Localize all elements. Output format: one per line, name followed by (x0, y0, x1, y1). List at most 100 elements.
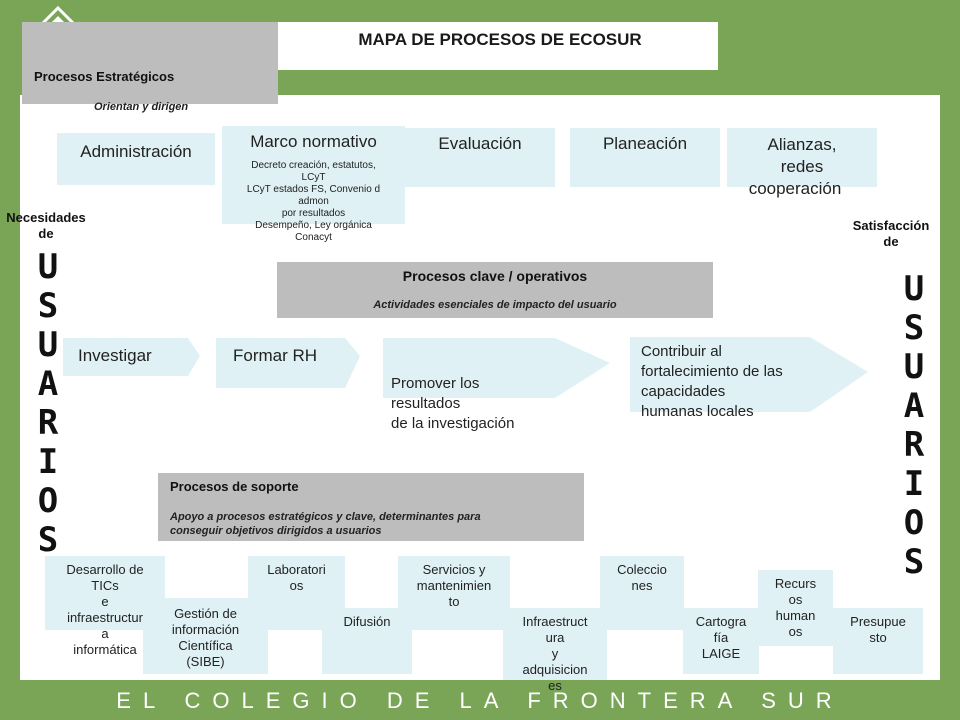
servicios-line: Servicios y (422, 562, 486, 577)
recursos-line: os (788, 624, 803, 639)
support-processes-banner (158, 473, 584, 541)
alianzas-line: cooperación (748, 179, 842, 198)
necesidades-label: Necesidades de (2, 210, 90, 242)
recursos-humanos-box: Recurs os human os (758, 570, 833, 646)
usuarios-left-letter: O (37, 481, 59, 521)
usuarios-right-letter: A (903, 386, 925, 426)
footer-institution-name: EL COLEGIO DE LA FRONTERA SUR (116, 688, 844, 713)
contribuir-label: Contribuir al fortalecimiento de las cap… (641, 342, 783, 422)
promover-line: resultados (391, 395, 461, 412)
evaluacion-box: Evaluación (405, 128, 555, 187)
marco-detail: Decreto creación, estatutos, LCyT LCyT e… (222, 160, 405, 244)
investigar-arrow (63, 338, 200, 376)
support-subtitle: Apoyo a procesos estratégicos y clave, d… (170, 510, 580, 538)
formar-label: Formar RH (233, 346, 318, 365)
marco-detail-line: admon (298, 196, 329, 207)
formar-arrow (216, 338, 360, 388)
servicios-line: mantenimien (416, 578, 492, 593)
lab-line: Laboratori (267, 562, 326, 577)
planeacion-label: Planeación (602, 134, 688, 153)
sibe-line: información (171, 622, 240, 637)
presupuesto-line: Presupue (850, 614, 906, 629)
key-subtitle: Actividades esenciales de impacto del us… (373, 299, 617, 311)
presupuesto-line: sto (869, 630, 887, 645)
usuarios-right-letter: O (903, 503, 925, 543)
support-subtitle-line: conseguir objetivos dirigidos a usuarios (170, 525, 382, 537)
planeacion-box: Planeación (570, 128, 720, 187)
satisfaccion-line: de (883, 234, 899, 249)
servicios-box: Servicios y mantenimien to (398, 556, 510, 630)
investigar-label: Investigar (78, 346, 152, 365)
marco-detail-line: LCyT estados FS, Convenio d (246, 184, 381, 195)
strategic-processes-box (22, 22, 278, 104)
usuarios-left-letter: S (37, 286, 59, 326)
lab-line: os (289, 578, 304, 593)
sibe-line: Científica (178, 638, 233, 653)
promover-arrow (383, 338, 610, 398)
satisfaccion-label: Satisfacción de (836, 218, 946, 250)
recursos-line: os (788, 592, 803, 607)
infra-line: es (548, 678, 562, 693)
contribuir-arrow (630, 337, 868, 412)
tics-line: informática (73, 642, 137, 657)
tics-line: e (101, 594, 109, 609)
marco-label: Marco normativo (250, 132, 377, 151)
recursos-line: Recurs (774, 576, 817, 591)
servicios-line: to (448, 594, 460, 609)
title-bar (278, 22, 718, 70)
promover-label: Promover los resultados de la investigac… (391, 374, 514, 434)
administracion-label: Administración (80, 142, 192, 161)
cartografia-box: Cartogra fía LAIGE (683, 608, 759, 674)
alianzas-box (727, 128, 877, 187)
alianzas-label: Alianzas, redes cooperación (727, 134, 877, 200)
tics-line: TICs (91, 578, 119, 593)
usuarios-left-letter: R (37, 403, 59, 443)
laboratorios-box: Laboratori os (248, 556, 345, 630)
recursos-line: human (775, 608, 816, 623)
usuarios-left-letter: U (37, 325, 59, 365)
usuarios-right-letter: U (903, 269, 925, 309)
presupuesto-box: Presupue sto (833, 608, 923, 674)
infra-line: Infraestruct (522, 614, 588, 629)
contribuir-line: Contribuir al (641, 343, 722, 360)
usuarios-left-letter: A (37, 364, 59, 404)
usuarios-right-letter: S (903, 542, 925, 582)
tics-line: Desarrollo de (66, 562, 144, 577)
administracion-box: Administración (57, 133, 215, 185)
alianzas-line: redes (780, 157, 824, 176)
infra-line: y (551, 646, 559, 661)
usuarios-right-letter: R (903, 425, 925, 465)
cartografia-line: LAIGE (701, 646, 741, 661)
marco-detail-line: Conacyt (295, 232, 332, 243)
colecciones-line: Coleccio (617, 562, 667, 577)
support-title: Procesos de soporte (170, 479, 299, 494)
infra-line: ura (545, 630, 565, 645)
contribuir-line: capacidades (641, 383, 726, 400)
support-subtitle-line: Apoyo a procesos estratégicos y clave, d… (170, 511, 481, 523)
cartografia-line: Cartogra (695, 614, 747, 629)
sibe-line: (SIBE) (186, 654, 225, 669)
sibe-box: Gestión de información Científica (SIBE) (143, 598, 268, 674)
strategic-subtitle: Orientan y dirigen (94, 101, 189, 113)
contribuir-line: humanas locales (641, 403, 754, 420)
usuarios-left: U S U A R I O S (28, 248, 68, 560)
necesidades-line: Necesidades (6, 210, 86, 225)
tics-line: a (101, 626, 109, 641)
infra-line: adquisicion (522, 662, 588, 677)
marco-detail-line: Desempeño, Ley orgánica (255, 220, 372, 231)
necesidades-line: de (38, 226, 54, 241)
colecciones-line: nes (631, 578, 653, 593)
evaluacion-label: Evaluación (438, 134, 522, 153)
marco-normativo-box: Marco normativo (222, 126, 405, 224)
colecciones-box: Coleccio nes (600, 556, 684, 630)
usuarios-right-letter: S (903, 308, 925, 348)
sibe-line: Gestión de (174, 606, 237, 621)
marco-detail-line: por resultados (281, 208, 346, 219)
marco-detail-line: Decreto creación, estatutos, (251, 160, 376, 171)
usuarios-left-letter: I (37, 442, 59, 482)
satisfaccion-line: Satisfacción (852, 218, 930, 233)
contribuir-line: fortalecimiento de las (641, 363, 783, 380)
usuarios-right-letter: U (903, 347, 925, 387)
difusion-label: Difusión (343, 614, 391, 629)
